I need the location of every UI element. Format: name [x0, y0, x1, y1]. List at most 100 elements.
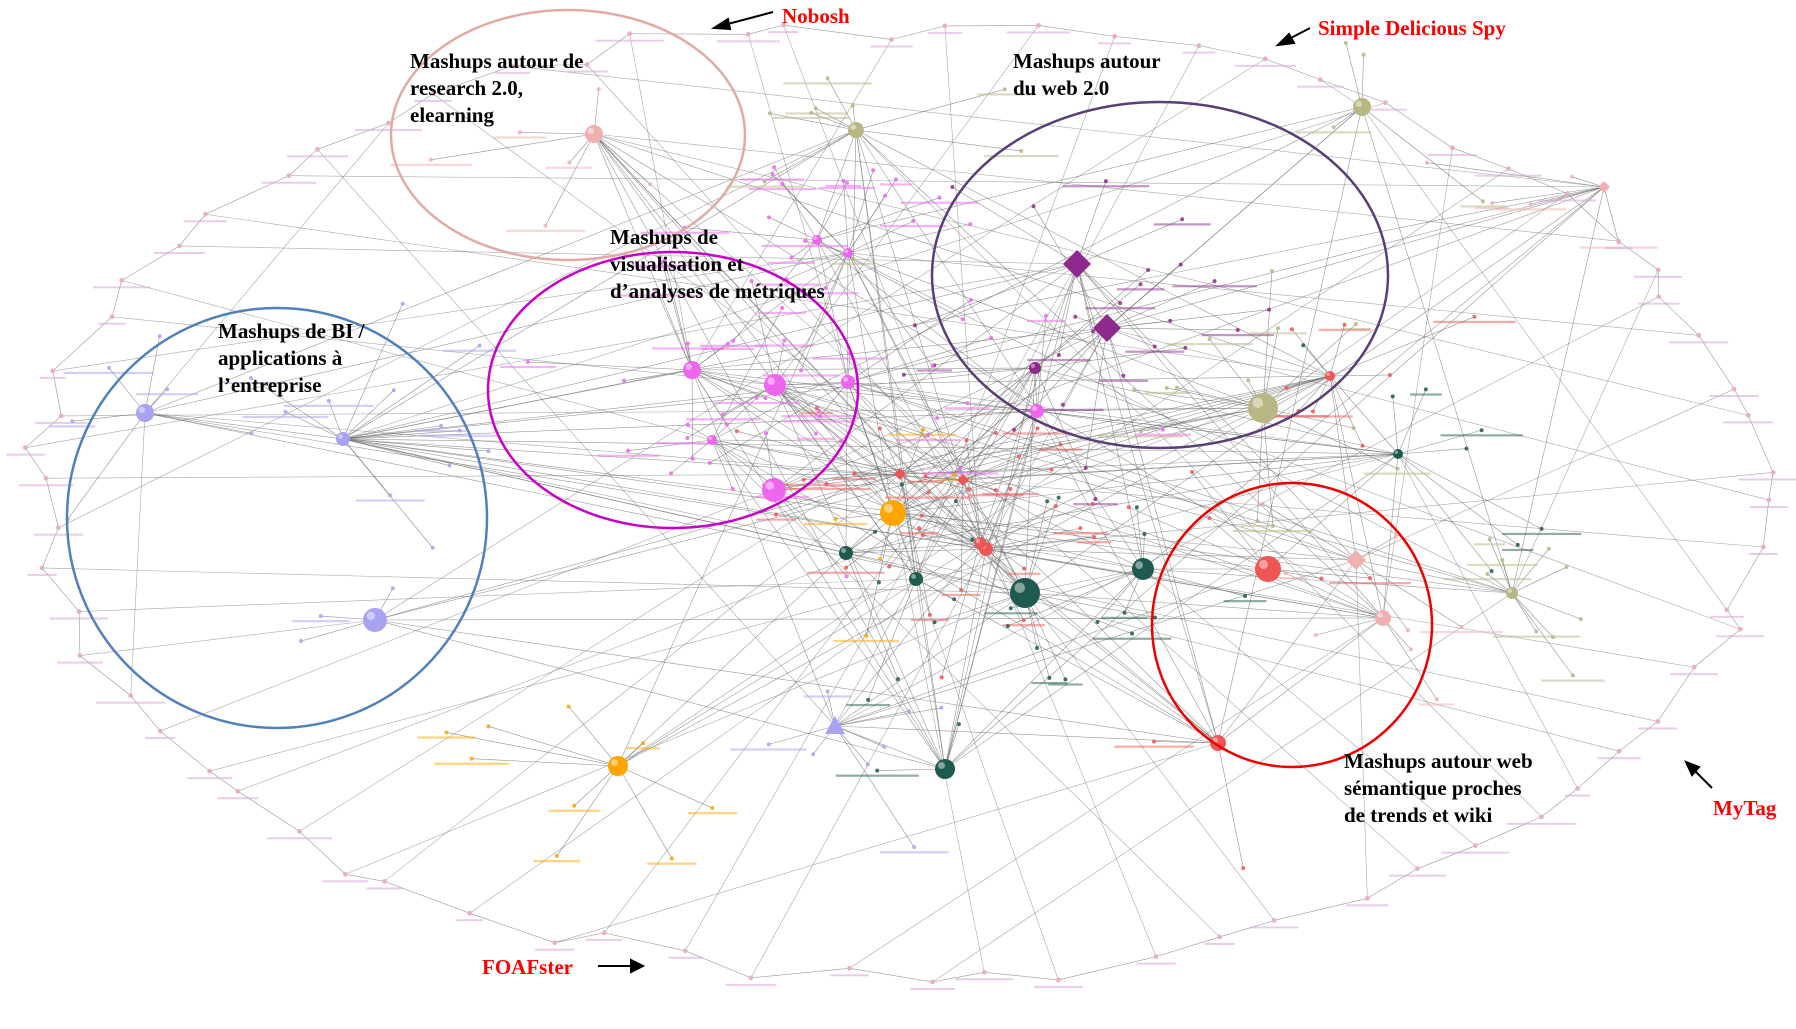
node-label-mark	[136, 393, 199, 396]
edge	[205, 213, 1331, 377]
edge	[554, 932, 605, 943]
node-label-mark	[283, 404, 374, 407]
node-label-mark	[1125, 350, 1185, 353]
node-label-mark	[1093, 637, 1172, 640]
edge	[299, 367, 1036, 832]
graph-node	[707, 461, 712, 466]
edge	[179, 214, 206, 247]
node-label-mark	[910, 618, 949, 622]
edge	[845, 453, 1399, 554]
graph-node	[1090, 501, 1095, 506]
edge	[691, 327, 1108, 371]
graph-node	[770, 172, 775, 177]
edge	[892, 512, 1144, 570]
edge	[628, 439, 713, 451]
graph-node	[970, 537, 975, 542]
node-label-mark	[1223, 600, 1267, 603]
edge	[617, 765, 713, 809]
node-label-mark	[535, 948, 575, 951]
edge	[979, 542, 1144, 570]
node-label-mark	[1263, 577, 1308, 580]
graph-node	[1564, 191, 1570, 196]
node-label-mark	[442, 349, 517, 352]
graph-node	[1005, 624, 1010, 629]
node-label-mark	[1433, 320, 1516, 324]
edge	[1397, 429, 1482, 455]
graph-node	[1212, 279, 1217, 284]
graph-node	[554, 854, 559, 859]
graph-node	[1180, 217, 1185, 222]
graph-hub-highlight	[338, 434, 343, 439]
node-label-mark	[768, 31, 799, 34]
graph-node	[486, 449, 491, 454]
node-label-mark	[741, 178, 805, 181]
node-label-mark	[261, 181, 317, 184]
graph-hub-node	[848, 122, 864, 138]
graph-hub-highlight	[1355, 100, 1362, 107]
graph-node	[567, 160, 572, 165]
edge	[342, 425, 442, 440]
node-label-mark	[39, 376, 66, 379]
bi-cluster-title: Mashups de BI / applications à l’entrepr…	[218, 319, 365, 397]
graph-node	[517, 130, 522, 135]
graph-node	[1766, 497, 1772, 503]
graph-node	[1550, 635, 1555, 640]
graph-hub-node	[136, 404, 154, 422]
node-label-mark	[1709, 395, 1759, 398]
node-label-mark	[755, 344, 814, 347]
foafster-arrow	[598, 958, 646, 974]
graph-node	[838, 439, 843, 444]
simple-delicious-spy-arrow	[1275, 27, 1311, 47]
graph-node	[1408, 647, 1413, 652]
graph-node	[817, 409, 822, 414]
graph-node	[1276, 326, 1281, 331]
graph-node	[1092, 535, 1097, 540]
graph-node	[70, 419, 75, 424]
graph-node	[486, 724, 491, 729]
edge	[1156, 936, 1220, 957]
edge	[952, 186, 1078, 265]
graph-hub-highlight	[850, 124, 856, 130]
node-label-mark	[1604, 247, 1633, 250]
graph-node	[981, 969, 987, 975]
graph-node	[917, 526, 922, 531]
node-label-mark	[1440, 434, 1523, 437]
graph-node	[58, 413, 64, 419]
node-label-mark	[354, 129, 423, 132]
edge	[985, 472, 1774, 550]
graph-node	[851, 256, 856, 261]
node-label-mark	[761, 244, 849, 248]
mytag-arrow	[1684, 760, 1713, 789]
graph-node	[935, 416, 940, 421]
edge	[593, 133, 981, 544]
node-label-mark	[1002, 432, 1073, 435]
node-label-mark	[1022, 408, 1104, 411]
edge	[1262, 323, 1357, 409]
node-label-mark	[595, 39, 664, 42]
graph-node	[1500, 557, 1505, 562]
graph-node	[811, 752, 816, 757]
research-cluster-ellipse	[389, 8, 747, 262]
edge	[685, 950, 752, 979]
graph-hub-node	[707, 435, 717, 445]
edge	[1217, 617, 1384, 744]
edge	[849, 617, 1384, 969]
node-label-layer	[6, 31, 1796, 990]
graph-node	[469, 756, 474, 761]
graph-node	[1406, 628, 1411, 633]
graph-node	[767, 111, 772, 116]
edge	[384, 367, 1036, 882]
edge	[1511, 186, 1605, 594]
node-label-mark	[1026, 319, 1065, 323]
edge	[317, 122, 389, 150]
node-label-mark	[266, 837, 333, 840]
node-label-mark	[1427, 153, 1478, 156]
graph-node	[724, 422, 729, 427]
graph-node	[50, 368, 56, 374]
node-label-mark	[1052, 532, 1108, 535]
edge	[847, 170, 874, 254]
graph-node	[669, 471, 674, 476]
node-label-mark	[668, 956, 703, 959]
graph-node	[774, 512, 779, 517]
graph-node	[1058, 442, 1063, 447]
